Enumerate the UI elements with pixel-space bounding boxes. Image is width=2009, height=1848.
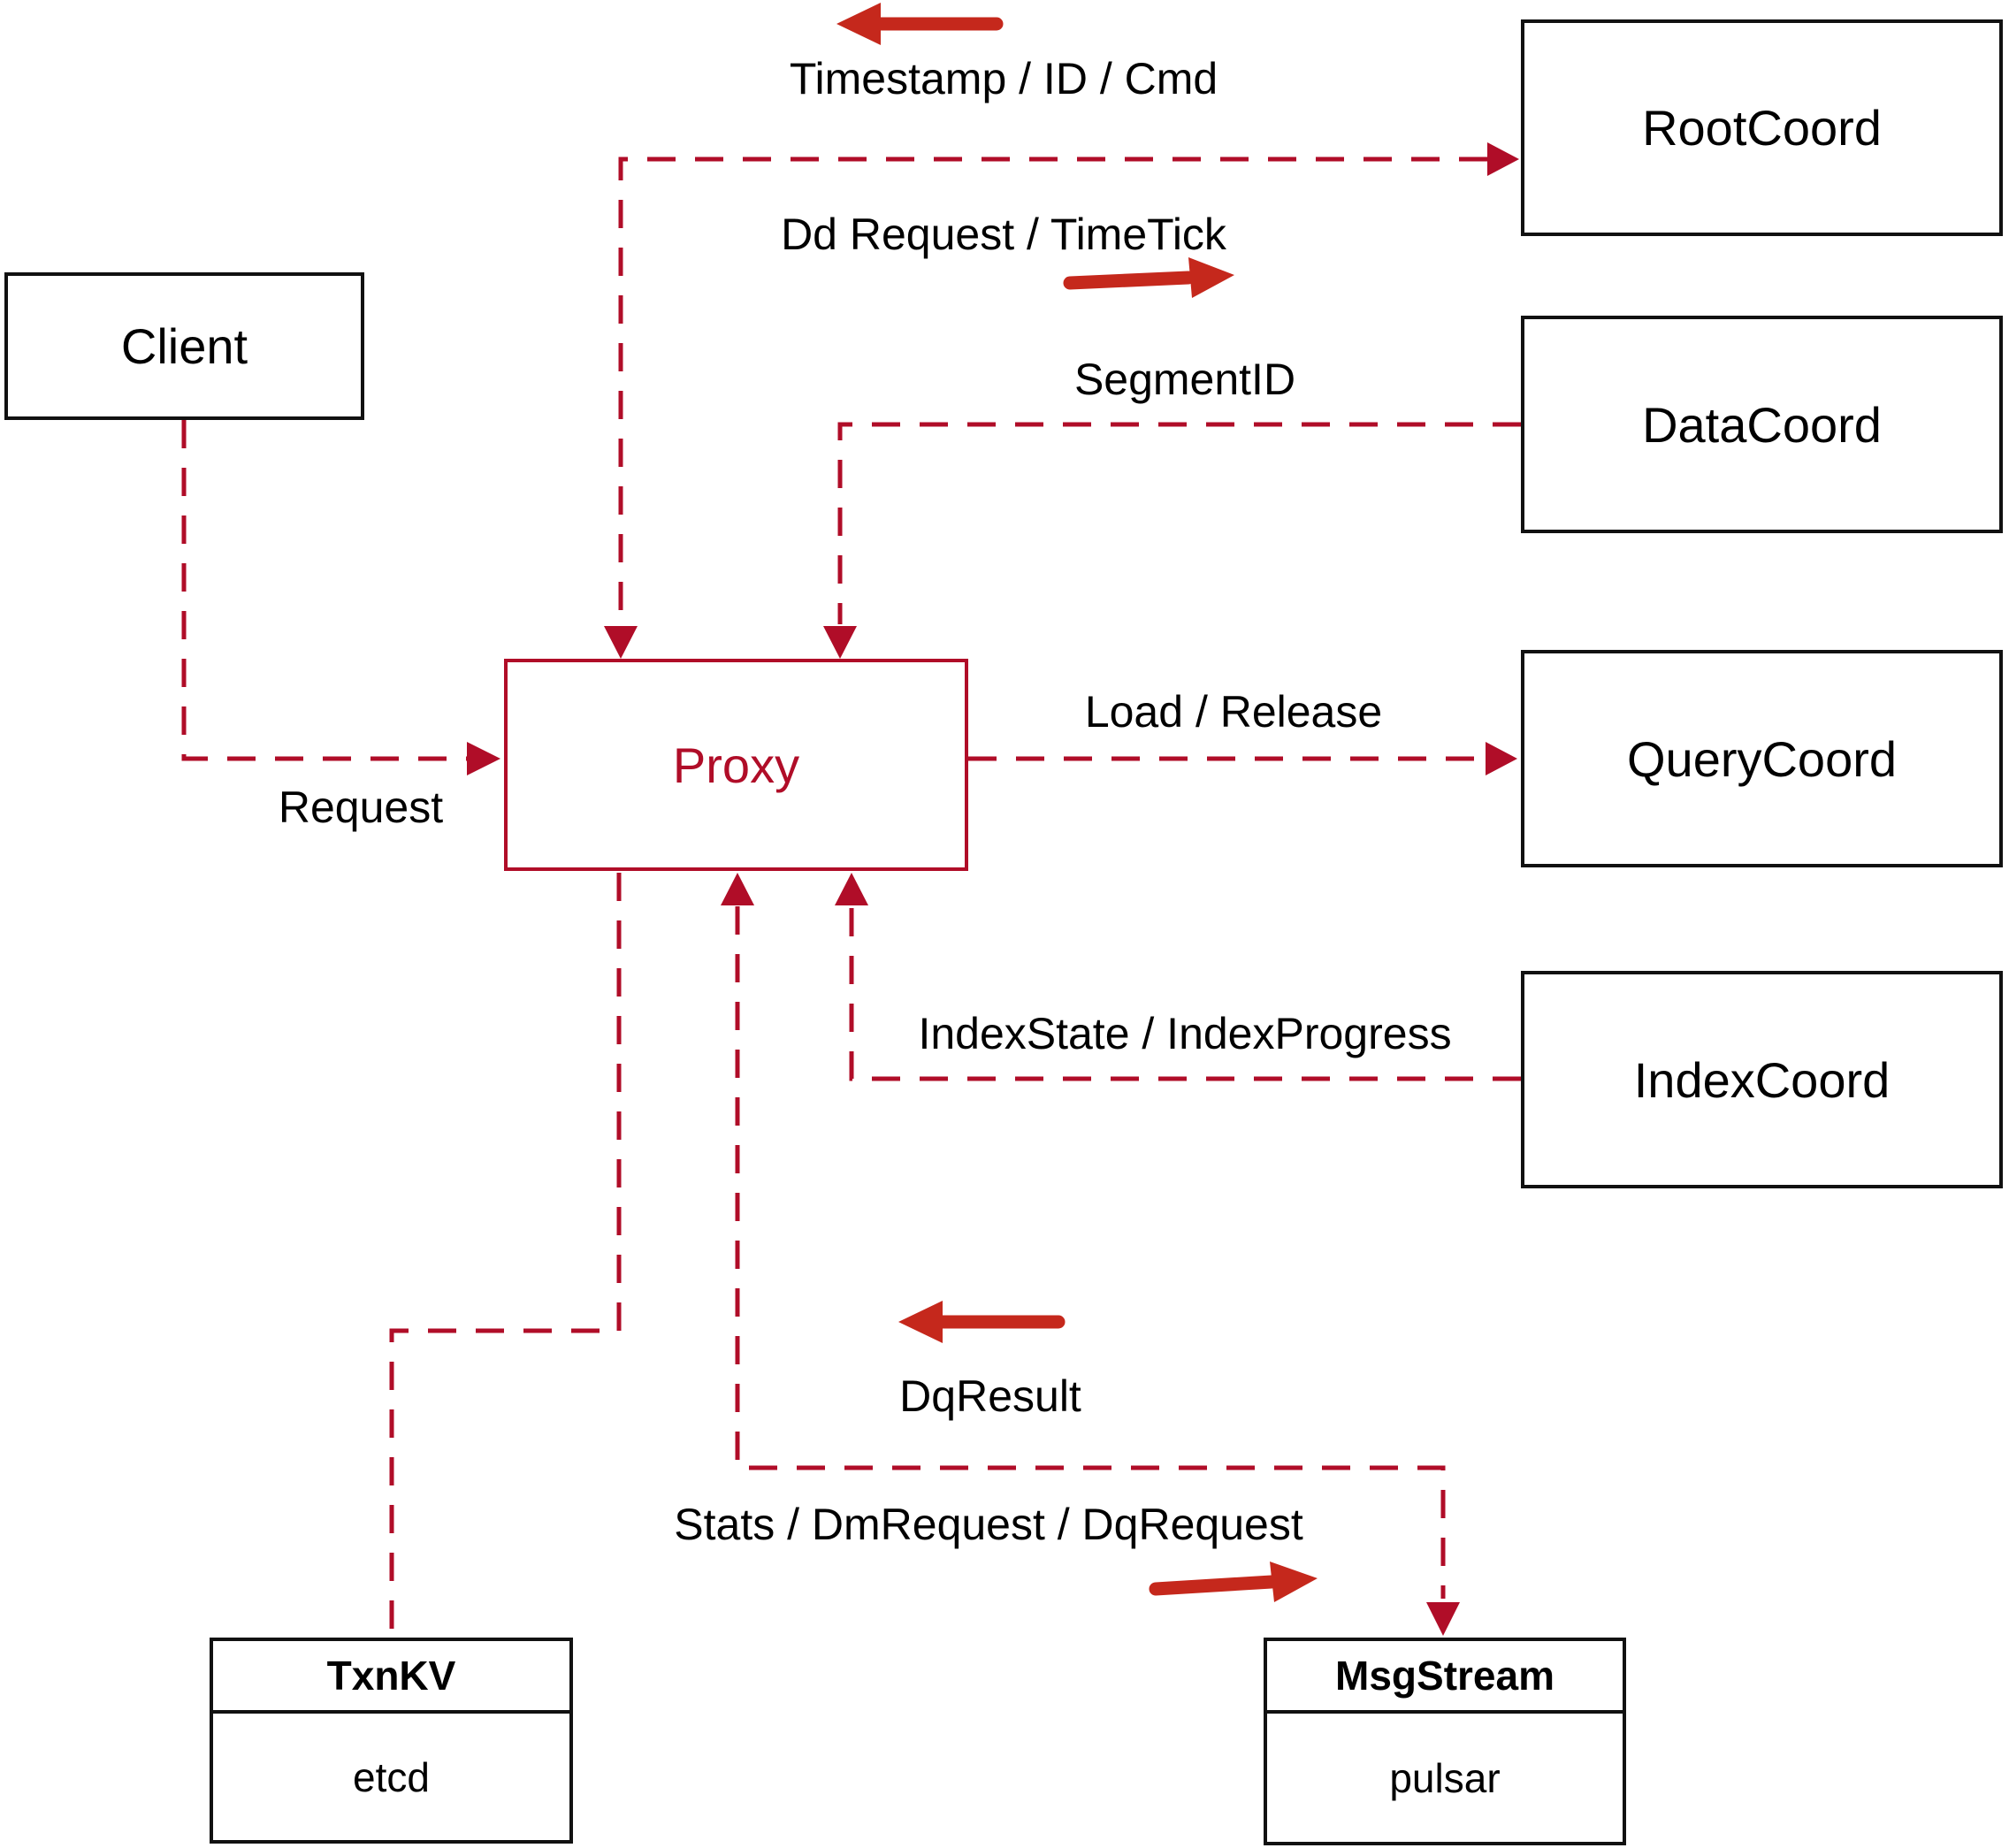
node-txnkv-title: TxnKV — [213, 1641, 569, 1714]
edge-label-dd-request-timetick: Dd Request / TimeTick — [781, 210, 1226, 259]
edge-label-index-state-progress: IndexState / IndexProgress — [918, 1009, 1452, 1058]
node-proxy-label: Proxy — [672, 737, 800, 793]
node-datacoord-label: DataCoord — [1642, 396, 1882, 453]
direction-arrow-right-top-icon — [1063, 257, 1234, 298]
node-indexcoord: IndexCoord — [1521, 971, 2003, 1188]
arrowhead-into-querycoord-icon — [1486, 742, 1517, 775]
node-client-label: Client — [120, 318, 248, 374]
node-msgstream-title: MsgStream — [1267, 1641, 1623, 1714]
direction-arrow-right-stats-icon — [1149, 1562, 1318, 1602]
arrowhead-into-proxy-left-icon — [467, 742, 500, 775]
edge-label-segment-id: SegmentID — [1073, 355, 1296, 404]
node-msgstream: MsgStream pulsar — [1264, 1638, 1626, 1845]
arrowhead-into-msgstream-icon — [1426, 1602, 1460, 1636]
arrowhead-into-rootcoord-icon — [1487, 142, 1519, 176]
edge-datacoord-proxy — [837, 422, 1521, 624]
node-rootcoord-label: RootCoord — [1642, 100, 1882, 156]
arrowhead-into-proxy-top-left-icon — [604, 626, 638, 659]
edge-rootcoord-proxy — [618, 157, 1487, 624]
edge-label-load-release: Load / Release — [1084, 687, 1383, 737]
edge-indexcoord-proxy — [849, 906, 1521, 1081]
node-querycoord: QueryCoord — [1521, 650, 2003, 867]
edge-client-proxy — [181, 420, 467, 761]
edge-label-request: Request — [278, 783, 444, 832]
direction-arrow-left-dqresult-icon — [898, 1301, 1066, 1343]
node-msgstream-body: pulsar — [1389, 1754, 1501, 1801]
direction-arrow-left-top-icon — [836, 3, 1004, 45]
node-txnkv-body: etcd — [353, 1753, 430, 1800]
edge-label-timestamp-id-cmd: Timestamp / ID / Cmd — [789, 54, 1218, 103]
node-client: Client — [4, 272, 364, 420]
edge-proxy-msgstream — [735, 906, 1446, 1599]
node-querycoord-label: QueryCoord — [1626, 730, 1898, 787]
arrowhead-into-proxy-top-right-icon — [823, 626, 857, 659]
node-txnkv: TxnKV etcd — [210, 1638, 573, 1844]
arrowhead-into-proxy-bottom-right-icon — [835, 873, 868, 905]
node-indexcoord-label: IndexCoord — [1633, 1051, 1891, 1108]
edge-label-dq-result: DqResult — [899, 1371, 1081, 1421]
edge-label-stats-dm-dq-request: Stats / DmRequest / DqRequest — [674, 1500, 1303, 1549]
arrowhead-into-proxy-bottom-middle-icon — [721, 873, 754, 905]
edge-proxy-txnkv — [389, 873, 622, 1636]
node-rootcoord: RootCoord — [1521, 19, 2003, 236]
node-datacoord: DataCoord — [1521, 316, 2003, 533]
node-proxy: Proxy — [504, 659, 968, 871]
